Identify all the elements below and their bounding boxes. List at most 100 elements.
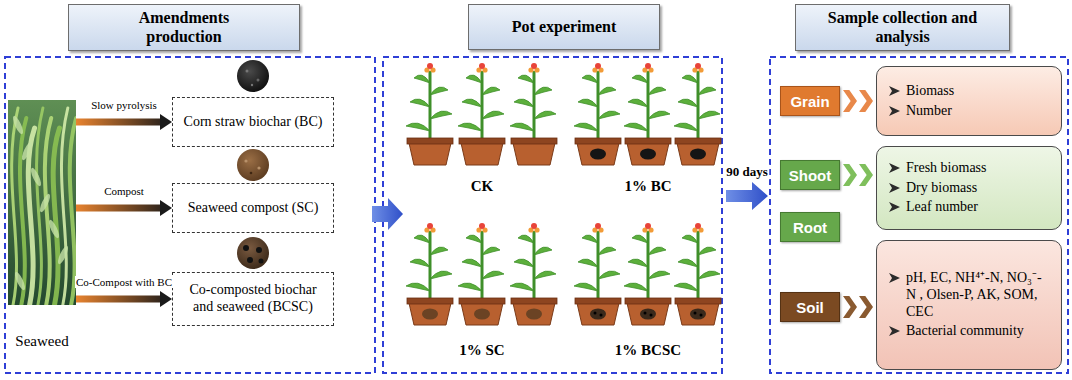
amendment-lump (690, 149, 706, 160)
plant-leaf (466, 75, 482, 83)
node-content: Sample collection and analysis (828, 9, 978, 46)
plant-leaf (406, 283, 430, 291)
plant-leaf (598, 111, 620, 119)
node-content: Pot experiment (512, 18, 616, 36)
panel-frame (383, 57, 722, 373)
pot-body (627, 143, 669, 165)
plant-leaf (598, 247, 616, 255)
plant-leaf (678, 99, 698, 107)
edge-label: Co-Compost with BC (75, 276, 173, 288)
potted-plant (574, 223, 621, 325)
bullet-text: Fresh biomass (906, 160, 987, 177)
pot-body (577, 143, 619, 165)
tassel (595, 223, 601, 229)
node-content: Soil (796, 299, 824, 316)
node-text: Corn straw biochar (BC) (184, 114, 323, 131)
pot-body (513, 303, 555, 325)
kelp-blade (38, 193, 52, 214)
edge-label: Compost (103, 185, 145, 197)
plant-leaf (598, 271, 620, 279)
node-text: Soil (796, 299, 824, 316)
tassel (645, 223, 651, 229)
plant-leaf (698, 271, 720, 279)
bullet-arrow-head (889, 183, 900, 193)
plant-leaf (430, 111, 452, 119)
kelp-blade (29, 167, 43, 188)
bullet-arrow-head (889, 163, 900, 173)
plant-leaf (410, 259, 430, 267)
amendment-lump (640, 309, 656, 320)
pot-body (677, 143, 719, 165)
cocompost-icon (237, 237, 269, 269)
treatment-label: 1% BC (623, 178, 672, 195)
node-text: Seaweed compost (SC) (188, 200, 319, 217)
plant-leaf (698, 111, 720, 119)
pot-body (409, 143, 451, 165)
process-arrow (76, 119, 160, 126)
biochar-dot (650, 314, 653, 317)
bullet-arrow (889, 85, 900, 97)
plant-leaf (628, 99, 648, 107)
flow-arrow (726, 182, 768, 210)
plant-leaf (674, 283, 698, 291)
treatment-label: 1% BCSC (614, 342, 682, 359)
analysis-box: pH, EC, NH⁴⁺-N, NO₃⁻-N , Olsen-P, AK, SO… (876, 240, 1062, 370)
kelp-strand (53, 128, 59, 305)
tassel (531, 223, 537, 229)
kelp-blade (47, 219, 61, 240)
node-content: Fresh biomassDry biomassLeaf number (889, 157, 1051, 219)
bullet-row: Bacterial community (889, 323, 1051, 340)
pot-rim (675, 138, 721, 144)
potted-plant (624, 63, 671, 165)
bullet-row: pH, EC, NH⁴⁺-N, NO₃⁻-N , Olsen-P, AK, SO… (889, 270, 1051, 320)
pot-rim (511, 298, 557, 304)
biochar-dot (600, 314, 603, 317)
biochar-dot (243, 245, 249, 251)
plant-leaf (632, 235, 648, 243)
kelp-blade (20, 141, 34, 162)
texture-dot (257, 166, 260, 169)
bullet-row: Fresh biomass (889, 160, 1051, 177)
plant-leaf (678, 259, 698, 267)
tassel (427, 63, 433, 69)
section-header: Amendments production (68, 4, 300, 51)
plant-leaf (514, 259, 534, 267)
plant-leaf (574, 283, 598, 291)
bullet-text: Number (906, 103, 952, 120)
plant-leaf (482, 111, 504, 119)
tassel (695, 63, 701, 69)
bullet-arrow-head (889, 326, 900, 336)
treatment-label: 1% SC (458, 342, 505, 359)
bullet-arrow-head (889, 273, 900, 283)
bullet-arrow (889, 325, 900, 337)
biochar-dot (259, 259, 264, 264)
amendment-lump (474, 309, 490, 320)
tassel (427, 223, 433, 229)
seaweed-image (8, 100, 76, 305)
header-text: Amendments production (124, 9, 244, 46)
pot-plants (406, 63, 721, 325)
tassel (645, 63, 651, 69)
plant-leaf (518, 75, 534, 83)
pot-rim (407, 298, 453, 304)
amendment-box: Co-composted biochar and seaweed (BCSC) (172, 272, 334, 326)
plant-leaf (430, 271, 452, 279)
pot-rim (625, 138, 671, 144)
sample-tag: Shoot (780, 160, 840, 190)
node-text: Grain (790, 93, 829, 110)
bullet-row: Dry biomass (889, 180, 1051, 197)
plant-leaf (462, 259, 482, 267)
plant-leaf (510, 123, 534, 131)
bullet-arrow (889, 201, 900, 213)
plant-leaf (482, 247, 500, 255)
pot-body (627, 303, 669, 325)
biochar-dot (247, 257, 253, 263)
pot-rim (511, 138, 557, 144)
node-content: Amendments production (124, 9, 244, 46)
potted-plant (406, 63, 453, 165)
pot-rim (575, 298, 621, 304)
plant-leaf (518, 235, 534, 243)
bullet-text: Biomass (906, 83, 954, 100)
plant-leaf (482, 87, 500, 95)
